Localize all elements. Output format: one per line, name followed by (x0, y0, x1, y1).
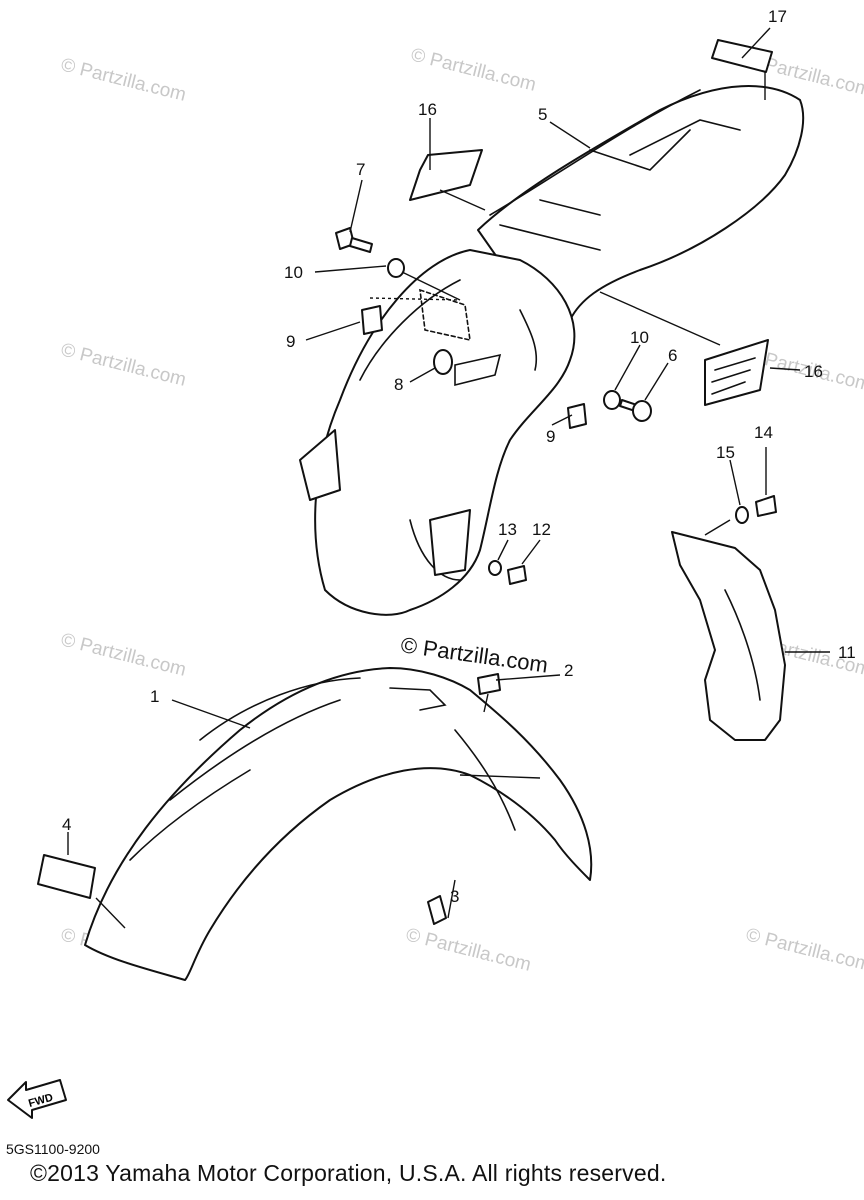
bolt-7 (335, 227, 373, 253)
callout-1: 1 (150, 687, 159, 706)
grommet-8 (433, 349, 453, 375)
watermark: © Partzilla.com (409, 44, 538, 95)
callout-9: 9 (546, 427, 555, 446)
callout-5: 5 (538, 105, 547, 124)
nut-9-right (567, 403, 587, 429)
nut-9-left (361, 305, 383, 335)
copyright-notice: ©2013 Yamaha Motor Corporation, U.S.A. A… (30, 1160, 667, 1186)
callout-2: 2 (564, 661, 573, 680)
callout-11: 11 (838, 643, 856, 662)
decal-16-right (704, 339, 769, 406)
callout-10: 10 (630, 328, 649, 347)
decal-16-left (409, 149, 483, 201)
callout-3: 3 (450, 887, 459, 906)
callout-14: 14 (754, 423, 773, 442)
mud-flap-11 (671, 531, 786, 741)
fwd-arrow-icon: FWD (7, 1079, 67, 1119)
watermark: © Partzilla.com (59, 629, 188, 680)
watermark: © Partzilla.com (59, 339, 188, 390)
watermark: © Partzilla.com (404, 924, 533, 975)
watermark: © Partzilla.com (59, 54, 188, 105)
bolt-6 (619, 399, 652, 422)
screw-2 (477, 673, 501, 695)
rear-fender-5 (477, 85, 805, 341)
leader-lines (67, 27, 830, 929)
callout-13: 13 (498, 520, 517, 539)
callout-4: 4 (62, 815, 71, 834)
washer-15 (735, 506, 749, 524)
label-4 (37, 854, 96, 899)
callout-17: 17 (768, 7, 787, 26)
callout-16: 16 (804, 362, 823, 381)
callout-8: 8 (394, 375, 403, 394)
callout-6: 6 (668, 346, 677, 365)
callout-7: 7 (356, 160, 365, 179)
callout-15: 15 (716, 443, 735, 462)
collar-10-right (603, 390, 621, 410)
callout-numbers: 17 16 5 7 10 9 8 10 6 9 16 15 14 13 12 1… (62, 7, 856, 906)
screw-14 (755, 495, 777, 517)
watermark: © Partzilla.com (744, 924, 864, 975)
screw-12 (507, 565, 527, 585)
callout-16: 16 (418, 100, 437, 119)
callout-10: 10 (284, 263, 303, 282)
rear-fender-body (299, 249, 576, 616)
callout-9: 9 (286, 332, 295, 351)
callout-12: 12 (532, 520, 551, 539)
front-fender-1 (84, 667, 593, 981)
label-17 (711, 39, 773, 73)
collar-10-left (387, 258, 405, 278)
washer-13 (488, 560, 502, 576)
part-code: 5GS1100-9200 (6, 1141, 100, 1157)
